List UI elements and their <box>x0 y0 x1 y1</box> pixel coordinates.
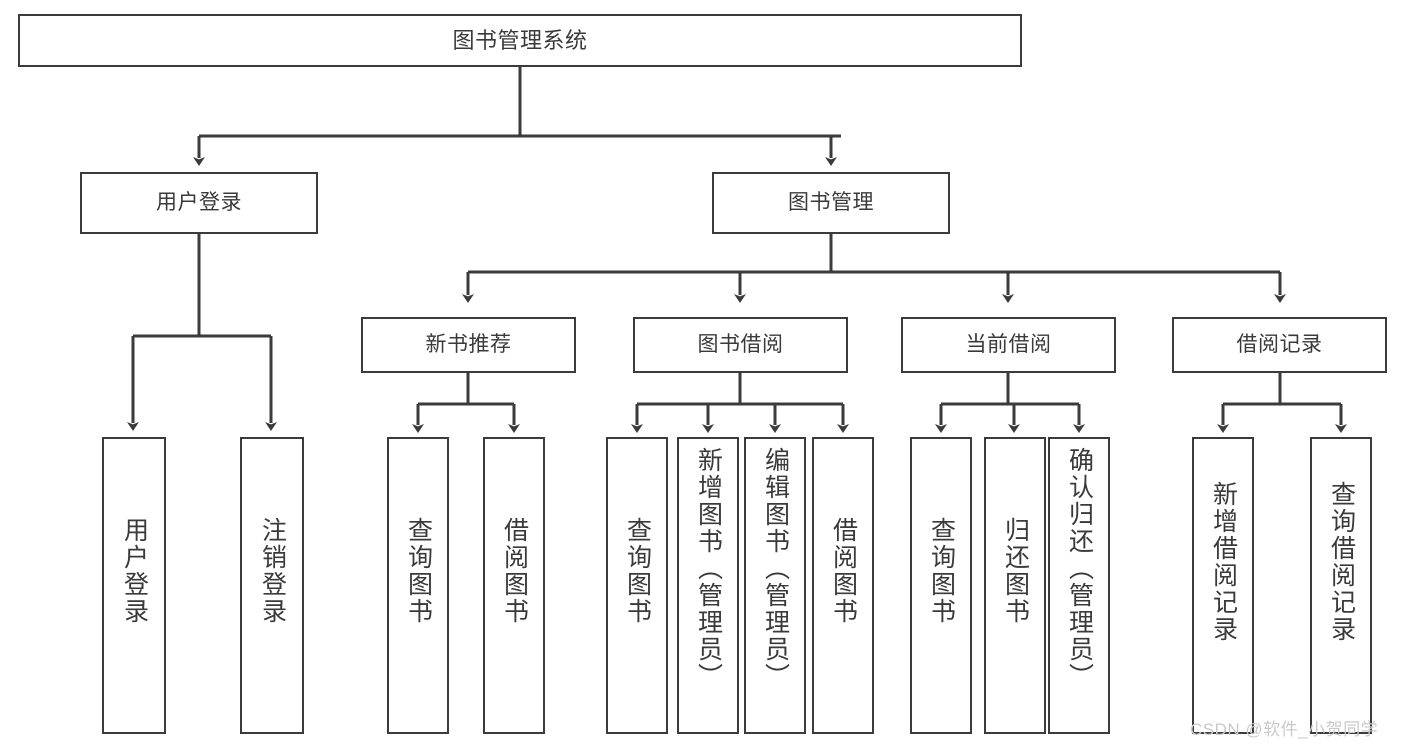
node-leaf-return-book-label: 归还图书 <box>1001 517 1030 625</box>
node-leaf-borrow-book-2[interactable]: 借阅图书 <box>812 437 874 734</box>
node-new-book-recommend[interactable]: 新书推荐 <box>361 317 576 373</box>
node-leaf-user-login-label: 用户登录 <box>120 517 149 625</box>
node-leaf-confirm-return-admin[interactable]: 确认归还（管理员） <box>1048 437 1110 734</box>
node-book-manage-label: 图书管理 <box>788 190 874 214</box>
csdn-watermark: CSDN @软件_小贺同学 <box>1190 720 1379 739</box>
node-leaf-query-book-1[interactable]: 查询图书 <box>387 437 449 734</box>
node-leaf-add-book-admin-label: 新增图书（管理员） <box>694 447 723 690</box>
node-leaf-logout-login[interactable]: 注销登录 <box>240 437 304 734</box>
node-leaf-user-login[interactable]: 用户登录 <box>102 437 166 734</box>
node-leaf-query-book-2-label: 查询图书 <box>623 517 652 625</box>
node-borrow-record-label: 借阅记录 <box>1236 332 1323 356</box>
node-leaf-add-borrow-record-label: 新增借阅记录 <box>1209 481 1238 643</box>
node-new-book-recommend-label: 新书推荐 <box>425 332 512 356</box>
node-user-login[interactable]: 用户登录 <box>80 172 318 234</box>
node-leaf-query-borrow-record-label: 查询借阅记录 <box>1327 481 1356 643</box>
node-leaf-query-book-2[interactable]: 查询图书 <box>606 437 668 734</box>
node-user-login-label: 用户登录 <box>156 190 242 214</box>
node-book-borrow[interactable]: 图书借阅 <box>633 317 848 373</box>
node-leaf-add-book-admin[interactable]: 新增图书（管理员） <box>677 437 739 734</box>
node-leaf-borrow-book-2-label: 借阅图书 <box>829 517 858 625</box>
node-leaf-add-borrow-record[interactable]: 新增借阅记录 <box>1192 437 1254 734</box>
node-book-borrow-label: 图书借阅 <box>697 332 784 356</box>
node-leaf-borrow-book-1-label: 借阅图书 <box>500 517 529 625</box>
node-leaf-edit-book-admin-label: 编辑图书（管理员） <box>761 447 790 690</box>
node-leaf-query-book-1-label: 查询图书 <box>404 517 433 625</box>
node-current-borrow-label: 当前借阅 <box>965 332 1052 356</box>
node-leaf-query-book-3-label: 查询图书 <box>927 517 956 625</box>
node-leaf-edit-book-admin[interactable]: 编辑图书（管理员） <box>744 437 806 734</box>
node-borrow-record[interactable]: 借阅记录 <box>1172 317 1387 373</box>
node-book-manage[interactable]: 图书管理 <box>712 172 950 234</box>
node-leaf-query-borrow-record[interactable]: 查询借阅记录 <box>1310 437 1372 734</box>
node-leaf-return-book[interactable]: 归还图书 <box>984 437 1046 734</box>
node-leaf-query-book-3[interactable]: 查询图书 <box>910 437 972 734</box>
node-leaf-logout-login-label: 注销登录 <box>258 517 287 625</box>
node-root-label: 图书管理系统 <box>452 27 588 53</box>
node-leaf-confirm-return-admin-label: 确认归还（管理员） <box>1065 447 1094 690</box>
node-root[interactable]: 图书管理系统 <box>18 14 1022 67</box>
node-current-borrow[interactable]: 当前借阅 <box>901 317 1116 373</box>
node-leaf-borrow-book-1[interactable]: 借阅图书 <box>483 437 545 734</box>
